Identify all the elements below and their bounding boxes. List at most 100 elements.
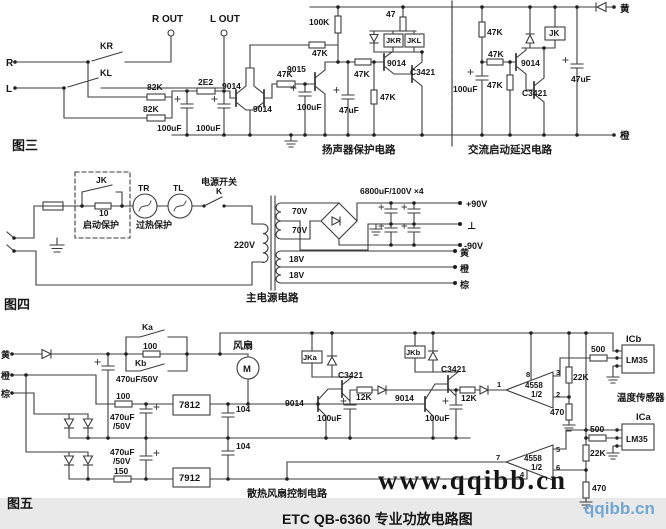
q-9014-1: 9014 [222,81,241,91]
res-47: 47 [386,9,396,19]
thermal-tr: TR [138,183,149,193]
resistor-470-2 [582,481,590,499]
label-70v-1: 70V [292,206,307,216]
label-70v-2: 70V [292,225,307,235]
res-12k-2: 12K [461,393,477,403]
fig3-speaker-protection-and-ac-delay [13,0,616,148]
input-r-label: R [6,58,14,69]
terminal-yellow-2: 黄 [460,247,469,258]
res-47k-3: 47K [354,69,370,79]
fig4-wires [6,184,461,291]
opamp2-pin7: 7 [496,453,500,462]
label-18v-2: 18V [289,270,304,280]
cap-6800uf: 6800uF/100V ×4 [360,186,424,196]
diode-jkr-flyback [369,33,379,44]
diode-jka-flyback [326,355,338,366]
relay-jk-2: JK [96,175,108,185]
thermal-protector-tl [167,193,193,219]
fig4-main-power-supply [6,171,462,291]
relay-contact-kr: KR [100,41,113,51]
q-9014-6: 9014 [395,393,414,403]
res-22k-2: 22K [590,448,606,458]
fig3-plus-marks [174,57,569,102]
switch-ka: Ka [142,322,153,332]
terminal-yellow-1: 黄 [620,3,630,15]
res-100-1: 100 [143,341,157,351]
res-47k-4: 47K [380,92,396,102]
diode-jk-flyback [525,33,535,44]
opamp1-pin8: 8 [526,370,530,379]
res-2e2: 2E2 [198,77,213,87]
bottom-band [0,498,666,529]
res-100k: 100K [309,17,330,27]
fig3-label: 图三 [12,138,38,153]
switch-kb: Kb [135,358,146,368]
diode-yellow-feed [595,1,607,13]
relay-jkb: JKb [406,348,421,357]
caption-temp-sensor: 温度传感器 [617,392,665,404]
watermark-main: www.qqibb.cn [378,465,567,495]
resistor-22k-2 [582,444,590,462]
relay-box-jkb [404,345,426,359]
res-47k-6: 47K [488,49,504,59]
cap-470uf-3a: 470uF [110,447,135,457]
transformer-secondary-18v-winding [275,250,282,284]
resistor-100-1 [142,350,161,358]
ic-7912: 7912 [179,473,200,484]
ic-box-lm35-b [621,344,655,374]
resistor-47k-1 [276,80,296,88]
res-470-2: 470 [592,483,606,493]
terminal-brown-3: 棕 [0,388,10,399]
resistor-22k-1 [565,366,573,384]
opamp2-pin6: 6 [556,463,560,472]
diode-signal-1 [377,385,388,395]
ic-box-lm35-a [621,423,655,451]
ic-a-name: ICa [636,412,652,423]
fig3-junction-dots [13,5,616,137]
res-500-1: 500 [591,344,605,354]
relay-box-jka [301,350,323,364]
fig5-label: 图五 [7,496,33,511]
opamp1-pin3: 3 [556,368,560,377]
relay-jka: JKa [303,353,318,362]
resistor-47k-2 [308,41,326,49]
res-47k-7: 47K [487,80,503,90]
q-9015: 9015 [287,64,306,74]
thermal-tl: TL [173,183,183,193]
fan-motor-circle [236,356,260,380]
diode-yellow-input [41,348,53,360]
relay-jkr: JKR [386,36,402,45]
opamp1-half: 1/2 [531,390,543,399]
fuse [42,201,64,211]
q-9014-4: 9014 [521,58,540,68]
resistor-82k-1 [146,93,166,101]
cap-100uf-5: 100uF [317,413,342,423]
resistor-47k-4 [370,89,378,105]
diagram-title: ETC QB-6360 专业功放电路图 [282,511,473,527]
fig5-junction-dots [10,331,619,481]
resistor-500-1 [589,354,608,362]
r-out-label: R OUT [152,14,183,25]
relay-contact-kl: KL [100,68,112,78]
cap-47uf-2: 47uF [571,74,591,84]
resistor-47k-6 [486,58,504,66]
resistor-150 [113,475,132,483]
ic-b-name: ICb [626,334,642,345]
res-470-1: 470 [550,407,564,417]
cap-47uf-1: 47uF [339,105,359,115]
relay-jkl: JKL [407,36,422,45]
ic-box-7812 [172,394,211,416]
res-47k-1: 47K [277,69,293,79]
fig4-plus-marks [378,204,407,229]
res-100-2: 100 [116,391,130,401]
terminal-orange-3: 橙 [1,370,11,381]
diode-signal-2 [479,385,490,395]
relay-box-jkr [383,33,404,48]
opamp1-pin2: 2 [556,390,560,399]
cap-470uf-3b: /50V [113,456,131,466]
res-47k-2: 47K [312,48,328,58]
caption-fan: 风扇 [233,339,253,352]
resistor-47k-3 [354,58,372,66]
